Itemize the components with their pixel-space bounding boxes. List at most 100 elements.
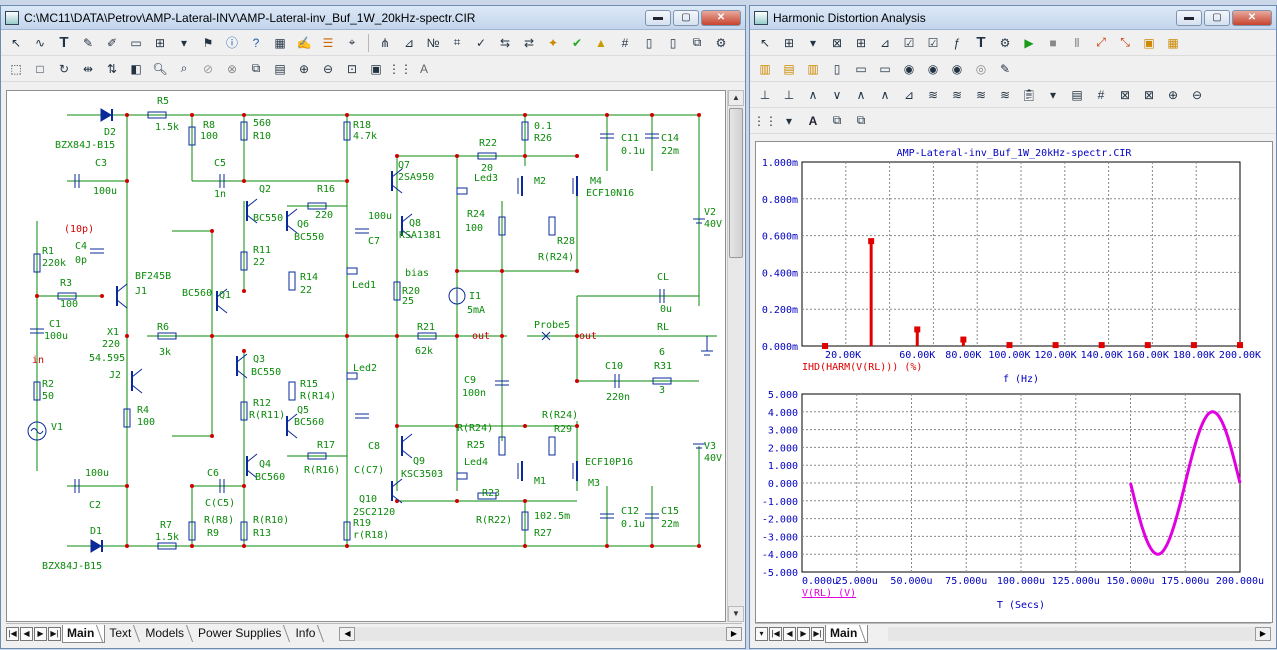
stop-icon[interactable]: ⊘ [202,61,214,76]
edit-icon[interactable]: ✍ [296,35,312,50]
wave2-icon[interactable]: ⊥ [783,87,795,102]
grid-copy-icon[interactable]: ▦ [274,35,286,50]
prev-page-icon[interactable]: ◀ [20,626,33,641]
transistor-symbol[interactable] [216,288,228,298]
frame-icon[interactable]: ⬚ [10,61,22,76]
flip-icon[interactable]: ⇹ [82,61,94,76]
scope2-icon[interactable]: ⊞ [855,35,867,50]
frame2-icon[interactable]: ▦ [1167,35,1179,50]
resistor-symbol[interactable] [477,152,497,160]
formula-icon[interactable]: ƒ [953,35,961,50]
wave1-icon[interactable]: ⊥ [759,87,771,102]
first-page-icon[interactable]: |◀ [6,626,19,641]
last-page-icon[interactable]: ▶| [811,626,824,641]
tab-main[interactable]: Main [825,624,869,643]
component-icon[interactable]: ⊞ [783,35,795,50]
plot-canvas[interactable]: AMP-Lateral-inv_Buf_1W_20kHz-spectr.CIR … [755,141,1273,623]
tab-info[interactable]: Info [291,625,325,643]
settings-icon[interactable]: ⚙ [715,35,727,50]
grid-icon[interactable]: # [621,35,629,50]
resistor-symbol[interactable] [288,271,296,291]
zoom-b-icon[interactable]: ◉ [927,61,939,76]
transistor-symbol[interactable] [391,478,403,488]
pen-icon[interactable]: ✎ [82,35,94,50]
harmonic-titlebar[interactable]: Harmonic Distortion Analysis ▬ ▢ ✕ [750,6,1276,30]
resistor-symbol[interactable] [240,401,248,421]
transistor-symbol[interactable] [391,494,403,504]
find-next-icon[interactable]: ⌕ [180,61,188,75]
diode-symbol[interactable] [90,539,102,553]
transistor-symbol[interactable] [246,453,258,463]
transistor-symbol[interactable] [216,304,228,314]
resistor-symbol[interactable] [343,521,351,541]
transistor-symbol[interactable] [401,449,413,459]
transistor-symbol[interactable] [246,214,258,224]
mirror-icon[interactable]: ◧ [130,61,142,76]
transistor-symbol[interactable] [236,369,248,379]
next-page-icon[interactable]: ▶ [797,626,810,641]
tab-power-supplies[interactable]: Power Supplies [194,625,291,643]
maximize-button[interactable]: ▢ [1204,10,1230,26]
close-button[interactable]: ✕ [1232,10,1272,26]
run-icon[interactable]: ▶ [1024,35,1034,50]
resistor-symbol[interactable] [33,381,41,401]
last-page-icon[interactable]: ▶| [48,626,61,641]
panel1-icon[interactable]: ▥ [759,61,771,76]
wave4-icon[interactable]: ∨ [832,87,842,102]
zoom-out-icon[interactable]: ⊖ [1191,87,1203,102]
scroll-down-icon[interactable]: ▼ [728,606,744,622]
paste-icon[interactable]: ▤ [274,61,286,76]
panel6-icon[interactable]: ▭ [879,61,891,76]
scroll-up-icon[interactable]: ▲ [728,90,744,106]
grid-toggle-icon[interactable]: ⋮⋮ [753,113,777,128]
flag-icon[interactable]: ⚑ [202,35,214,50]
check-icon[interactable]: ✔ [571,35,583,50]
transistor-symbol[interactable] [246,198,258,208]
resistor-symbol[interactable] [521,121,529,141]
wave5-icon[interactable]: ∧ [856,87,866,102]
next-page-icon[interactable]: ▶ [34,626,47,641]
resistor-symbol[interactable] [123,408,131,428]
panel2-icon[interactable]: ▤ [783,61,795,76]
node-select-icon[interactable]: ⋔ [379,35,391,50]
schematic-titlebar[interactable]: C:\MC11\DATA\Petrov\AMP-Lateral-INV\AMP-… [1,6,745,30]
voltage-source-symbol[interactable] [27,421,47,441]
transistor-symbol[interactable] [401,229,413,239]
transistor-symbol[interactable] [391,168,403,178]
resistor-symbol[interactable] [498,436,506,456]
grid-toggle-icon[interactable]: ⋮⋮ [388,61,412,76]
led-symbol[interactable] [346,267,358,275]
edit-plot-icon[interactable]: ✎ [999,61,1011,76]
tab-models[interactable]: Models [141,625,194,643]
fit2-icon[interactable]: ⊠ [1143,87,1155,102]
node-label-icon[interactable]: ⊿ [403,35,415,50]
hscroll-left-icon[interactable]: ◀ [339,626,356,641]
resistor-symbol[interactable] [307,452,327,460]
square-icon[interactable]: □ [36,61,44,76]
resistor-symbol[interactable] [477,492,497,500]
resistor-symbol[interactable] [33,253,41,273]
hscroll-right-icon[interactable]: ▶ [726,626,742,641]
resistor-symbol[interactable] [288,381,296,401]
font-icon[interactable]: A [808,113,818,128]
wire-icon[interactable]: ∿ [34,35,46,50]
select-arrow-icon[interactable]: ↖ [10,35,22,50]
panel5-icon[interactable]: ▭ [855,61,867,76]
transistor-symbol[interactable] [401,213,413,223]
cancel-icon[interactable]: ⊗ [226,61,238,76]
wave10-icon[interactable]: ≋ [975,87,987,102]
transistor-symbol[interactable] [116,283,128,293]
tab-main[interactable]: Main [62,624,106,643]
prev-page-icon[interactable]: ◀ [783,626,796,641]
close-button[interactable]: ✕ [701,10,741,26]
page-icon[interactable]: ▯ [645,35,653,50]
wave11-icon[interactable]: ≋ [999,87,1011,102]
node-voltage-icon[interactable]: ✓ [475,35,487,50]
transistor-symbol[interactable] [131,384,143,394]
table-icon[interactable]: ▤ [1071,87,1083,102]
cursor-plot-icon[interactable]: ⊿ [879,35,891,50]
resistor-symbol[interactable] [498,216,506,236]
resistor-symbol[interactable] [521,511,529,531]
minimize-button[interactable]: ▬ [1176,10,1202,26]
text-icon[interactable]: T [976,34,986,51]
